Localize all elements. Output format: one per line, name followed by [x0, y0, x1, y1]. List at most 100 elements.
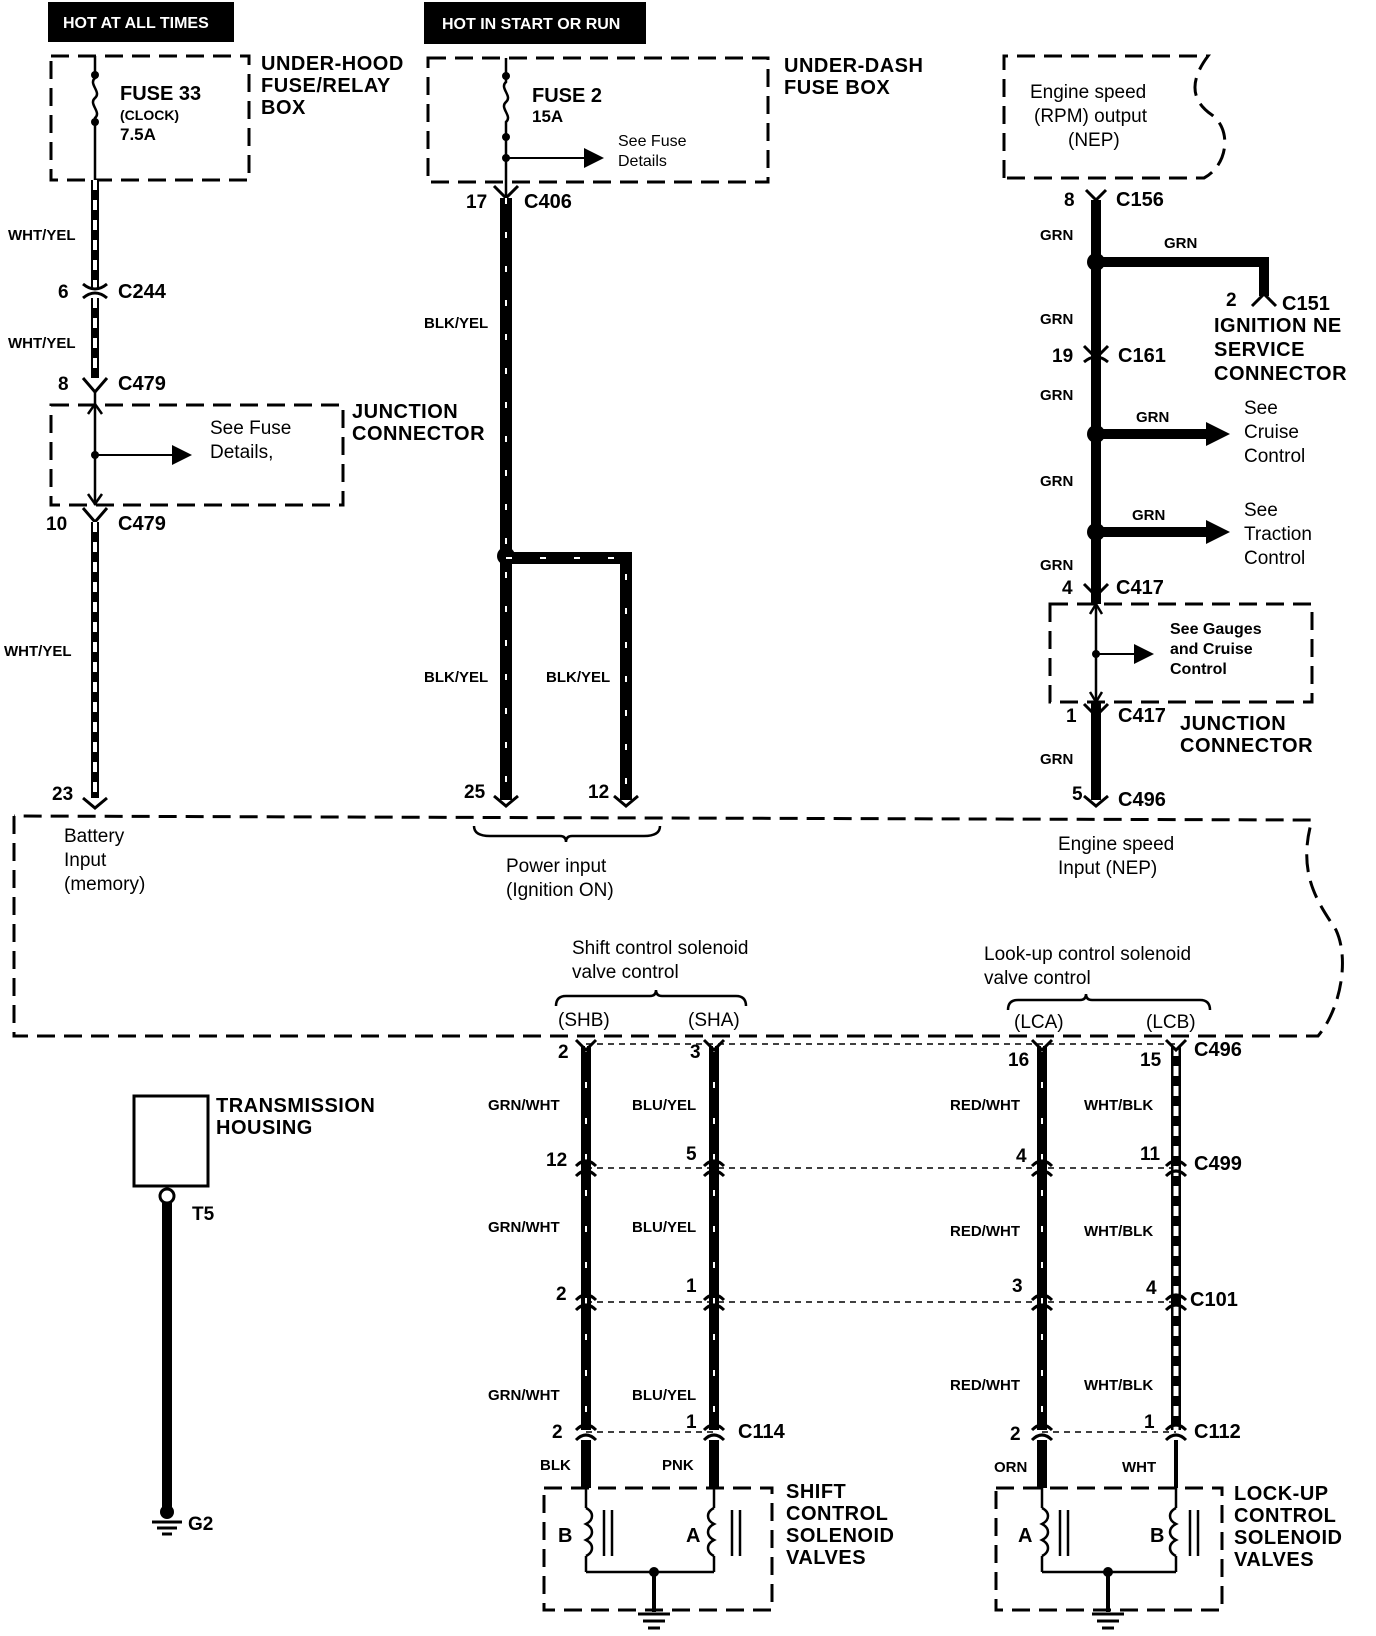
transmission-housing-label-1: TRANSMISSION: [216, 1095, 375, 1117]
pin-c114-2: 2: [552, 1422, 563, 1443]
c406-pin: 17: [466, 192, 487, 213]
see-cruise-2: Cruise: [1244, 422, 1299, 443]
hot-at-all-times-label: HOT AT ALL TIMES: [63, 15, 209, 32]
engine-speed-output-2: (RPM) output: [1034, 106, 1148, 127]
transmission-housing-label-2: HOUSING: [216, 1117, 313, 1139]
wire-label-grn-8: GRN: [1040, 557, 1073, 574]
c151-pin: 2: [1226, 290, 1237, 311]
pin-sha-3: 3: [690, 1042, 701, 1063]
wire-label-wht-yel-3: WHT/YEL: [4, 643, 72, 660]
pin-lcb-15: 15: [1140, 1050, 1162, 1071]
see-cruise-1: See: [1244, 398, 1278, 419]
pin-c101-2: 2: [556, 1284, 567, 1305]
pin-c114-1: 1: [686, 1412, 697, 1433]
see-fuse-details-left-2: Details,: [210, 442, 273, 463]
c161-connector-symbol: [1082, 344, 1110, 364]
lockup-solenoid-label-1: LOCK-UP: [1234, 1483, 1329, 1505]
wire-label-blk-yel-3: BLK/YEL: [546, 669, 610, 686]
shb-label: (SHB): [558, 1010, 610, 1031]
power-input-1: Power input: [506, 856, 607, 877]
wire-label-grn-9: GRN: [1040, 751, 1073, 768]
c161-label: C161: [1118, 345, 1166, 367]
solenoid-label-b2: B: [1150, 1525, 1165, 1547]
engine-speed-output-3: (NEP): [1068, 130, 1120, 151]
lockup-solenoid-label-3: SOLENOID: [1234, 1527, 1342, 1549]
underhood-label-1: UNDER-HOOD: [261, 53, 404, 75]
shift-control-2: valve control: [572, 962, 679, 983]
wire-blk-yel-branch: [506, 552, 632, 800]
t5-label: T5: [192, 1204, 215, 1225]
ground-g2-symbol: [152, 1505, 182, 1536]
c496a-pin: 5: [1072, 784, 1083, 805]
lockup-ground-symbol: [1092, 1612, 1124, 1630]
control-unit-box: [12, 814, 1344, 1038]
lockup-solenoid-b: [1168, 1488, 1200, 1572]
wire-label-wht-blk-1: WHT/BLK: [1084, 1097, 1153, 1114]
hot-in-start-or-run-label: HOT IN START OR RUN: [442, 16, 620, 33]
shift-solenoid-label-2: CONTROL: [786, 1503, 888, 1525]
junction-right-label-1: JUNCTION: [1180, 713, 1286, 735]
junction-left-label-2: CONNECTOR: [352, 423, 485, 445]
power-input-2: (Ignition ON): [506, 880, 614, 901]
shift-solenoid-a: [706, 1488, 742, 1572]
underhood-label-2: FUSE/RELAY: [261, 75, 391, 97]
shift-solenoid-label-1: SHIFT: [786, 1481, 846, 1503]
fuse33-name: FUSE 33: [120, 83, 201, 105]
wire-label-wht: WHT: [1122, 1459, 1156, 1476]
c479b-connector-symbol: [81, 507, 109, 525]
underhood-fuse-box: [49, 54, 251, 182]
c101-label: C101: [1190, 1289, 1238, 1311]
hot-at-all-times-header: [48, 2, 234, 42]
underhood-label-3: BOX: [261, 97, 306, 119]
pin-c499-11: 11: [1140, 1144, 1161, 1165]
c151-label: C151: [1282, 293, 1330, 315]
pin-c112-2: 2: [1010, 1424, 1021, 1445]
c479b-pin: 10: [46, 514, 67, 535]
c244-connector-symbol: [82, 282, 108, 300]
c114-label: C114: [738, 1421, 786, 1443]
lockup-solenoid-label-4: VALVES: [1234, 1549, 1314, 1571]
see-fuse-details-left-1: See Fuse: [210, 418, 291, 439]
solenoid-label-a1: A: [686, 1525, 701, 1547]
lockup-control-1: Look-up control solenoid: [984, 944, 1191, 965]
wire-label-grn-2: GRN: [1164, 235, 1197, 252]
shift-solenoid-b: [583, 1488, 614, 1572]
battery-input-pin: 23: [52, 784, 73, 805]
wire-label-grn-5: GRN: [1136, 409, 1169, 426]
wire-label-wht-blk-3: WHT/BLK: [1084, 1377, 1153, 1394]
lockup-control-2: valve control: [984, 968, 1091, 989]
shift-solenoid-label-3: SOLENOID: [786, 1525, 894, 1547]
battery-input-3: (memory): [64, 874, 145, 895]
wire-label-blk-yel-1: BLK/YEL: [424, 315, 488, 332]
hot-in-start-or-run-header: [424, 2, 646, 44]
underdash-fuse-box: [426, 56, 770, 184]
fuse33-symbol: [91, 56, 99, 180]
wire-label-blu-yel-1: BLU/YEL: [632, 1097, 696, 1114]
lockup-solenoid-a: [1039, 1488, 1070, 1572]
ignition-service-label-3: CONNECTOR: [1214, 363, 1347, 385]
traction-arrow: [1206, 520, 1230, 544]
battery-input-2: Input: [64, 850, 107, 871]
wire-label-grn-1: GRN: [1040, 227, 1073, 244]
underdash-label-2: FUSE BOX: [784, 77, 890, 99]
junction-left-label-1: JUNCTION: [352, 401, 458, 423]
c417b-label: C417: [1118, 705, 1166, 727]
wire-label-blu-yel-3: BLU/YEL: [632, 1387, 696, 1404]
fuse33-rating: 7.5A: [120, 125, 156, 144]
shift-control-brace: [554, 989, 748, 1007]
shift-control-1: Shift control solenoid: [572, 938, 748, 959]
see-cruise-3: Control: [1244, 446, 1305, 467]
c479a-connector-symbol: [81, 377, 109, 395]
c244-pin: 6: [58, 282, 69, 303]
see-traction-3: Control: [1244, 548, 1305, 569]
see-fuse-details-mid-1: See Fuse: [618, 133, 687, 150]
c417a-pin: 4: [1062, 578, 1073, 599]
pin-c101-3: 3: [1012, 1276, 1023, 1297]
wire-label-blu-yel-2: BLU/YEL: [632, 1219, 696, 1236]
engine-speed-output-box: [1002, 54, 1227, 180]
wire-label-blk-yel-2: BLK/YEL: [424, 669, 488, 686]
c417a-label: C417: [1116, 577, 1164, 599]
wire-label-red-wht-3: RED/WHT: [950, 1377, 1020, 1394]
engine-speed-input-1: Engine speed: [1058, 834, 1174, 855]
